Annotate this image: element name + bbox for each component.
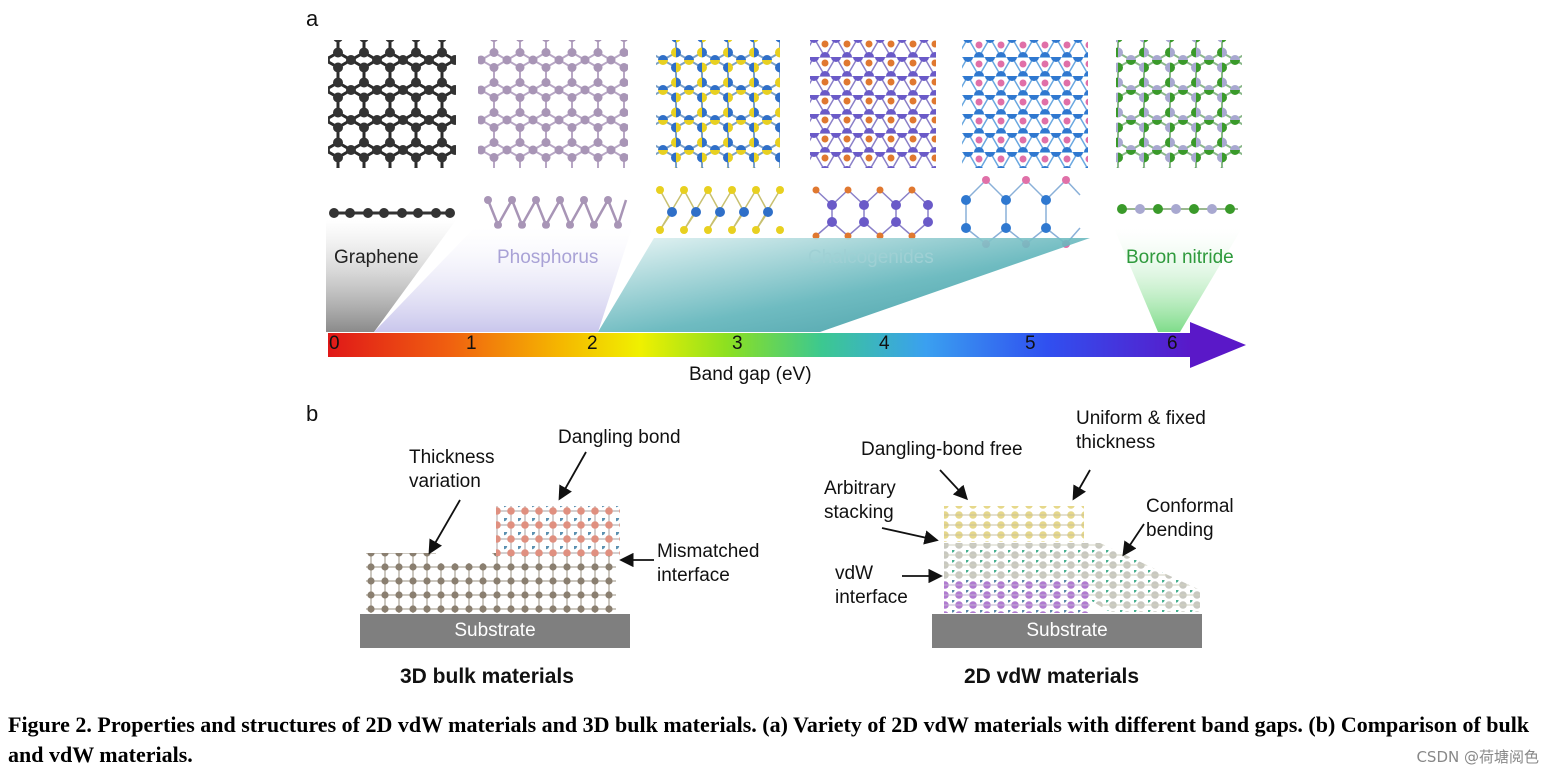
annot-uniform-thickness: Uniform & fixed thickness [1076,408,1206,453]
annot-conformal-bending: Conformal bending [1146,496,1234,541]
chalcogenide-1-top-view [656,40,780,168]
boron-nitride-range-funnel [1114,228,1242,332]
chalcogenide-3-top-view [962,40,1088,168]
annot-vdw-interface: vdW interface [835,563,908,608]
label-chalcogenides: Chalcogenides [808,247,934,268]
chalcogenide-3-side-view [961,176,1081,248]
label-phosphorus: Phosphorus [497,247,599,268]
panel-a-letter: a [306,6,319,31]
panel-b-letter: b [306,401,319,426]
graphene-side-view [329,208,455,218]
chalcogenide-2-top-view [810,40,936,168]
label-boron-nitride: Boron nitride [1126,247,1234,268]
vdw-arrows [881,469,1145,584]
phosphorus-range-funnel [374,228,632,332]
tick-6: 6 [1167,333,1178,354]
title-2d-vdw: 2D vdW materials [964,665,1140,688]
annot-thickness-variation: Thickness variation [409,447,495,492]
figure-caption: Figure 2. Properties and structures of 2… [8,712,1530,767]
annot-dangling-bond-free: Dangling-bond free [861,439,1023,460]
annot-arbitrary-stacking: Arbitrary stacking [824,478,896,523]
bulk-lattice [366,506,620,613]
tick-3: 3 [732,333,743,354]
band-gap-axis-arrow [328,322,1246,368]
graphene-top-view [328,40,456,168]
annot-dangling-bond: Dangling bond [558,427,681,448]
tick-4: 4 [879,333,890,354]
phosphorus-side-view [484,196,628,229]
tick-5: 5 [1025,333,1036,354]
tick-0: 0 [329,333,340,354]
substrate-3d [360,614,630,648]
tick-2: 2 [587,333,598,354]
substrate-2d-label: Substrate [1026,620,1108,641]
axis-label: Band gap (eV) [689,364,812,385]
chalcogenides-range-funnel [598,238,1090,332]
boron-nitride-top-view [1116,40,1242,168]
bulk-arrows [428,451,654,568]
annot-mismatched-interface: Mismatched interface [657,541,760,586]
substrate-3d-label: Substrate [454,620,536,641]
chalcogenide-2-side-view [812,186,933,240]
title-3d-bulk: 3D bulk materials [400,665,574,688]
chalcogenide-1-side-view [656,186,784,234]
vdw-stack [944,506,1200,613]
graphene-range-funnel [326,220,456,332]
phosphorus-top-view [478,40,628,168]
watermark: CSDN @荷塘阅色 [1416,748,1539,766]
tick-1: 1 [466,333,477,354]
label-graphene: Graphene [334,247,419,268]
substrate-2d [932,614,1202,648]
boron-nitride-side-view [1117,204,1238,214]
